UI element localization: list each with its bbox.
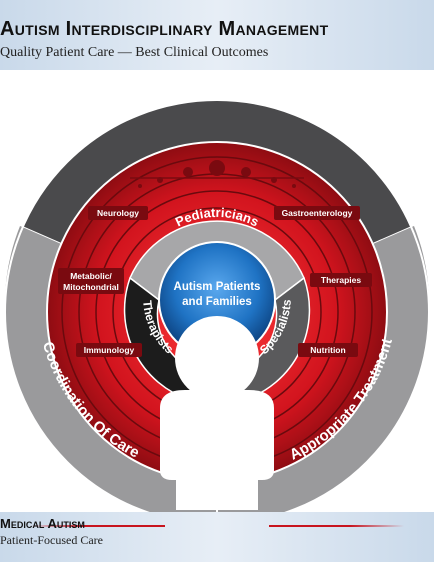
footer-divider-right <box>269 525 404 527</box>
center-line-1: Autism Patients <box>174 281 261 293</box>
footer-banner <box>0 512 434 562</box>
tag-gastroenterology: Gastroenterology <box>274 206 360 220</box>
svg-text:Neurology: Neurology <box>97 208 139 218</box>
tag-immunology: Immunology <box>76 343 142 357</box>
svg-text:Mitochondrial: Mitochondrial <box>63 282 119 292</box>
tag-therapies: Therapies <box>310 273 372 287</box>
svg-text:Therapies: Therapies <box>321 275 361 285</box>
center-line-2: and Families <box>182 296 252 308</box>
footer-divider-left <box>30 525 165 527</box>
tag-metabolic-mitochondrial: Metabolic/ Mitochondrial <box>58 268 124 294</box>
header-banner <box>0 0 434 70</box>
svg-text:Metabolic/: Metabolic/ <box>70 271 112 281</box>
page-title: Autism Interdisciplinary Management <box>0 18 329 40</box>
footer-title: Medical Autism <box>0 516 85 531</box>
tag-neurology: Neurology <box>88 206 148 220</box>
tag-nutrition: Nutrition <box>298 343 358 357</box>
page-subtitle: Quality Patient Care — Best Clinical Out… <box>0 45 269 60</box>
svg-text:Immunology: Immunology <box>84 345 135 355</box>
person-silhouette <box>160 316 274 510</box>
svg-text:Gastroenterology: Gastroenterology <box>282 208 353 218</box>
footer-subtitle: Patient-Focused Care <box>0 533 103 547</box>
connector-dots <box>130 160 304 188</box>
svg-text:Nutrition: Nutrition <box>310 345 345 355</box>
